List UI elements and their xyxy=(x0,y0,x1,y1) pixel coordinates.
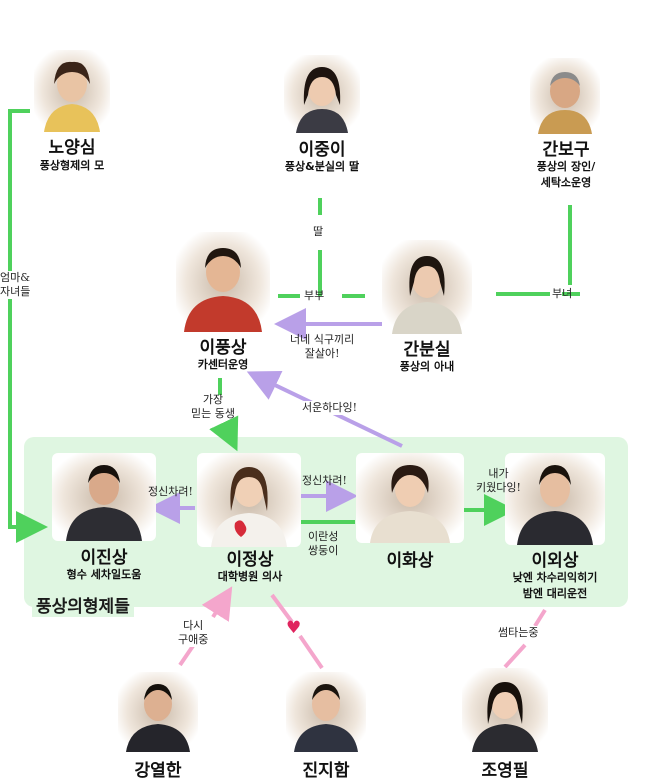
name-leehwasang: 이화상 xyxy=(386,551,434,571)
heart-icon: ♥ xyxy=(286,618,302,638)
link-mother-children xyxy=(8,109,48,543)
name-ganbunsil: 간분실 xyxy=(403,340,451,360)
label-raised-line2: 키웠다잉! xyxy=(476,481,521,494)
photo-jinjiham xyxy=(286,672,366,752)
label-trusted-line1: 가장 xyxy=(202,393,224,406)
label-daughter: 딸 xyxy=(313,225,324,238)
family-group-title: 풍상의형제들 xyxy=(32,592,134,617)
label-raised-you: 내가 키웠다잉! xyxy=(476,467,521,495)
name-leejoongi: 이중이 xyxy=(298,140,346,160)
desc-noyangsim: 풍상형제의 모 xyxy=(39,159,105,172)
photo-leejungsang xyxy=(197,453,301,547)
name-noyangsim: 노양심 xyxy=(48,138,96,158)
name-leeoesang: 이외상 xyxy=(531,551,579,571)
label-trusted-sibling: 가장 믿는 동생 xyxy=(191,393,235,421)
photo-leepungsang xyxy=(176,232,270,332)
link-father-daughter xyxy=(496,205,580,296)
label-father-daughter: 부녀 xyxy=(552,287,573,300)
photo-leejinsang xyxy=(52,453,156,541)
photo-ganbogu xyxy=(530,58,600,134)
desc-ganbunsil: 풍상의 아내 xyxy=(399,360,455,373)
label-couple: 부부 xyxy=(304,289,325,302)
link-trusted-sibling xyxy=(220,378,234,444)
desc-ganbogu-2: 세탁소운영 xyxy=(540,176,592,189)
photo-joyoungpil xyxy=(462,668,548,752)
label-wake-up-jinsang: 정신차려! xyxy=(148,485,193,498)
desc-leepungsang: 카센터운영 xyxy=(197,358,249,371)
name-leejungsang: 이정상 xyxy=(226,550,274,570)
label-trusted-line2: 믿는 동생 xyxy=(191,407,235,420)
photo-leejoongi xyxy=(284,55,360,133)
label-dating-line1: 다시 xyxy=(183,619,204,632)
name-jinjiham: 진지함 xyxy=(302,761,350,781)
desc-leeoesang-1: 낮엔 차수리익히기 xyxy=(512,571,598,584)
photo-kangyeolhan xyxy=(118,672,198,752)
label-bunsil-line2: 잘살아! xyxy=(304,347,340,360)
name-leejinsang: 이진상 xyxy=(80,548,128,568)
label-dating-again: 다시 구애중 xyxy=(178,619,209,647)
label-bunsil-to-pungsang: 너네 식구끼리 잘살아! xyxy=(290,333,354,361)
label-raised-line1: 내가 xyxy=(488,467,509,480)
label-twins-line1: 이란성 xyxy=(308,530,339,543)
desc-ganbogu-1: 풍상의 장인/ xyxy=(536,160,596,173)
desc-leejinsang: 형수 세차일도움 xyxy=(66,568,142,581)
link-some xyxy=(503,608,547,669)
label-twins: 이란성 쌍둥이 xyxy=(308,530,338,558)
label-bunsil-line1: 너네 식구끼리 xyxy=(290,333,355,346)
label-mother-children-line2: 자녀들 xyxy=(0,285,31,298)
name-leepungsang: 이풍상 xyxy=(199,338,247,358)
photo-ganbunsil xyxy=(382,240,472,334)
name-kangyeolhan: 강열한 xyxy=(134,761,182,781)
name-ganbogu: 간보구 xyxy=(542,140,590,160)
desc-leejoongi: 풍상&분실의 딸 xyxy=(284,160,360,173)
desc-leeoesang-2: 밤엔 대리운전 xyxy=(522,587,588,600)
name-joyoungpil: 조영필 xyxy=(481,761,529,781)
desc-leejungsang: 대학병원 의사 xyxy=(217,570,283,583)
photo-leehwasang xyxy=(356,453,464,543)
photo-leeoesang xyxy=(505,453,605,545)
label-mother-children-line1: 엄마& xyxy=(0,271,31,284)
label-wake-up-jungsang: 정신차려! xyxy=(302,474,347,487)
label-mother-children: 엄마& 자녀들 xyxy=(0,271,31,299)
link-jiham xyxy=(270,593,324,670)
label-some: 썸타는중 xyxy=(498,626,539,640)
label-dating-line2: 구애중 xyxy=(178,633,209,646)
photo-noyangsim xyxy=(34,50,110,132)
label-twins-line2: 쌍둥이 xyxy=(308,544,339,557)
label-disappointed: 서운하다잉! xyxy=(302,401,358,415)
